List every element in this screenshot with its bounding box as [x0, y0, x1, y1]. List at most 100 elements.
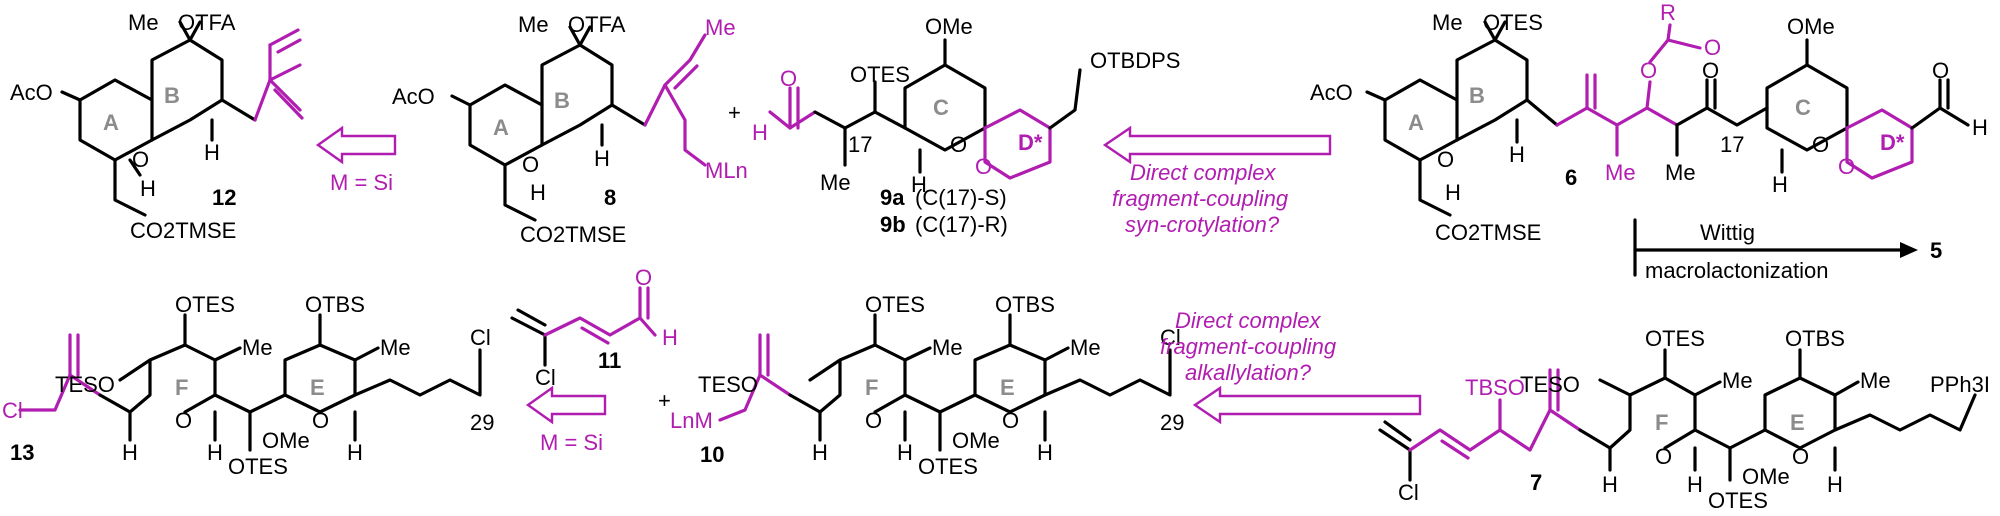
ring-oxygen-label: O: [312, 408, 329, 433]
aldehyde-oxygen: O: [780, 66, 797, 91]
h-label: H: [911, 172, 927, 197]
retro-arrow-top-left: M = Si: [315, 125, 397, 195]
h-label: H: [530, 180, 546, 205]
ring-oxygen-label: O: [132, 147, 149, 172]
arrow-condition: M = Si: [540, 430, 603, 455]
metal-label: LnM: [670, 408, 713, 433]
c29-label: 29: [1160, 410, 1184, 435]
target-number: 5: [1930, 238, 1942, 263]
c17-r-descriptor: (C(17)-R): [915, 212, 1008, 237]
c17-label: 17: [848, 132, 872, 157]
ring-a-label: A: [493, 115, 509, 140]
retro-arrow-top-right: Direct complex fragment-coupling syn-cro…: [1102, 125, 1332, 237]
ring-a-label: A: [103, 110, 119, 135]
carbonyl-oxygen: O: [1704, 35, 1721, 60]
compound-8: Me OTFA AcO A B O H H CO2TMSE Me MLn 8: [392, 12, 748, 247]
h-label: H: [1602, 472, 1618, 497]
me-label: Me: [518, 12, 549, 37]
h-label: H: [1687, 472, 1703, 497]
me-label: Me: [1070, 335, 1101, 360]
compound-10: LnM TESO OTES OTBS Me Me F E O O OMe OTE…: [670, 292, 1184, 479]
aco-label: AcO: [392, 84, 435, 109]
me-label: Me: [1860, 368, 1891, 393]
otes-label: OTES: [1645, 326, 1705, 351]
compound-13: Cl TESO OTES OTBS Me Me F E O O OMe OTES…: [2, 292, 494, 479]
compound-number: 10: [700, 442, 724, 467]
h-label: H: [140, 176, 156, 201]
tbso-label: TBSO: [1465, 375, 1525, 400]
forward-step: Wittig macrolactonization 5: [1633, 218, 1942, 283]
otes-label: OTES: [918, 454, 978, 479]
ring-f-label: F: [865, 375, 878, 400]
otfa-label: OTFA: [178, 10, 236, 35]
compound-number: 6: [1565, 165, 1577, 190]
chloro-label: Cl: [470, 325, 491, 350]
me-label: Me: [820, 170, 851, 195]
ring-f-label: F: [1655, 410, 1668, 435]
retro-arrow-bottom-left: M = Si: [525, 385, 607, 455]
ring-oxygen-label: O: [1437, 147, 1454, 172]
ring-e-label: E: [1790, 410, 1805, 435]
otes-label: OTES: [850, 62, 910, 87]
aldehyde-h: H: [752, 120, 768, 145]
ester-label: CO2TMSE: [130, 218, 236, 243]
compound-number-9b: 9b: [880, 212, 906, 237]
ring-oxygen-label: O: [522, 152, 539, 177]
h-label: H: [347, 440, 363, 465]
ring-oxygen-label: O: [175, 408, 192, 433]
ring-b-label: B: [1469, 83, 1485, 108]
otfa-label: OTFA: [568, 12, 626, 37]
compound-number: 11: [598, 348, 621, 373]
aco-label: AcO: [10, 80, 53, 105]
ring-oxygen-label: O: [865, 408, 882, 433]
ring-c-label: C: [933, 95, 949, 120]
h-label: H: [1037, 440, 1053, 465]
compound-number-9a: 9a: [880, 185, 905, 210]
compound-6: Me OTES AcO A B C D* O O O O R O O OMe O…: [1310, 0, 1988, 245]
plus-sign: +: [658, 388, 671, 413]
ring-oxygen-label: O: [975, 154, 992, 179]
otbs-label: OTBS: [305, 292, 365, 317]
ester-label: CO2TMSE: [520, 222, 626, 247]
note-line: fragment-coupling: [1160, 334, 1337, 359]
otes-label: OTES: [175, 292, 235, 317]
ketone-oxygen: O: [1702, 58, 1719, 83]
me-label: Me: [1432, 10, 1463, 35]
compound-9: O H OTES OMe OTBDPS 17 Me C D* O O H 9a …: [752, 14, 1180, 237]
h-label: H: [897, 440, 913, 465]
aldehyde-h: H: [662, 325, 678, 350]
ring-oxygen-label: O: [950, 132, 967, 157]
teso-label: TESO: [1520, 372, 1580, 397]
otes-label: OTES: [1708, 488, 1768, 513]
ester-label: CO2TMSE: [1435, 220, 1541, 245]
compound-7: Cl TBSO TESO OTES OTBS Me Me F E O O OMe…: [1378, 326, 1990, 513]
me-label: Me: [380, 335, 411, 360]
ring-a-label: A: [1408, 110, 1424, 135]
compound-number: 8: [604, 185, 616, 210]
me-label: Me: [705, 15, 736, 40]
me-label: Me: [1722, 368, 1753, 393]
aldehyde-oxygen: O: [635, 265, 652, 290]
ring-oxygen-label: O: [1812, 132, 1829, 157]
step-macrolactonization: macrolactonization: [1645, 258, 1828, 283]
otbs-label: OTBS: [1785, 326, 1845, 351]
otes-label: OTES: [228, 454, 288, 479]
me-label: Me: [1605, 160, 1636, 185]
acyl-oxygen: O: [1640, 58, 1657, 83]
chloro-label: Cl: [1160, 325, 1181, 350]
note-line: fragment-coupling: [1112, 186, 1289, 211]
ring-f-label: F: [175, 375, 188, 400]
r-group-label: R: [1660, 0, 1676, 25]
ring-e-label: E: [310, 375, 325, 400]
compound-number: 13: [10, 440, 34, 465]
compound-12: Me OTFA AcO A B O H H CO2TMSE 12: [10, 10, 304, 243]
otes-label: OTES: [1483, 10, 1543, 35]
chloro-label: Cl: [2, 398, 23, 423]
h-label: H: [812, 440, 828, 465]
step-wittig: Wittig: [1700, 220, 1755, 245]
chloro-label: Cl: [535, 365, 556, 390]
h-label: H: [1772, 172, 1788, 197]
h-label: H: [207, 440, 223, 465]
c29-label: 29: [470, 410, 494, 435]
